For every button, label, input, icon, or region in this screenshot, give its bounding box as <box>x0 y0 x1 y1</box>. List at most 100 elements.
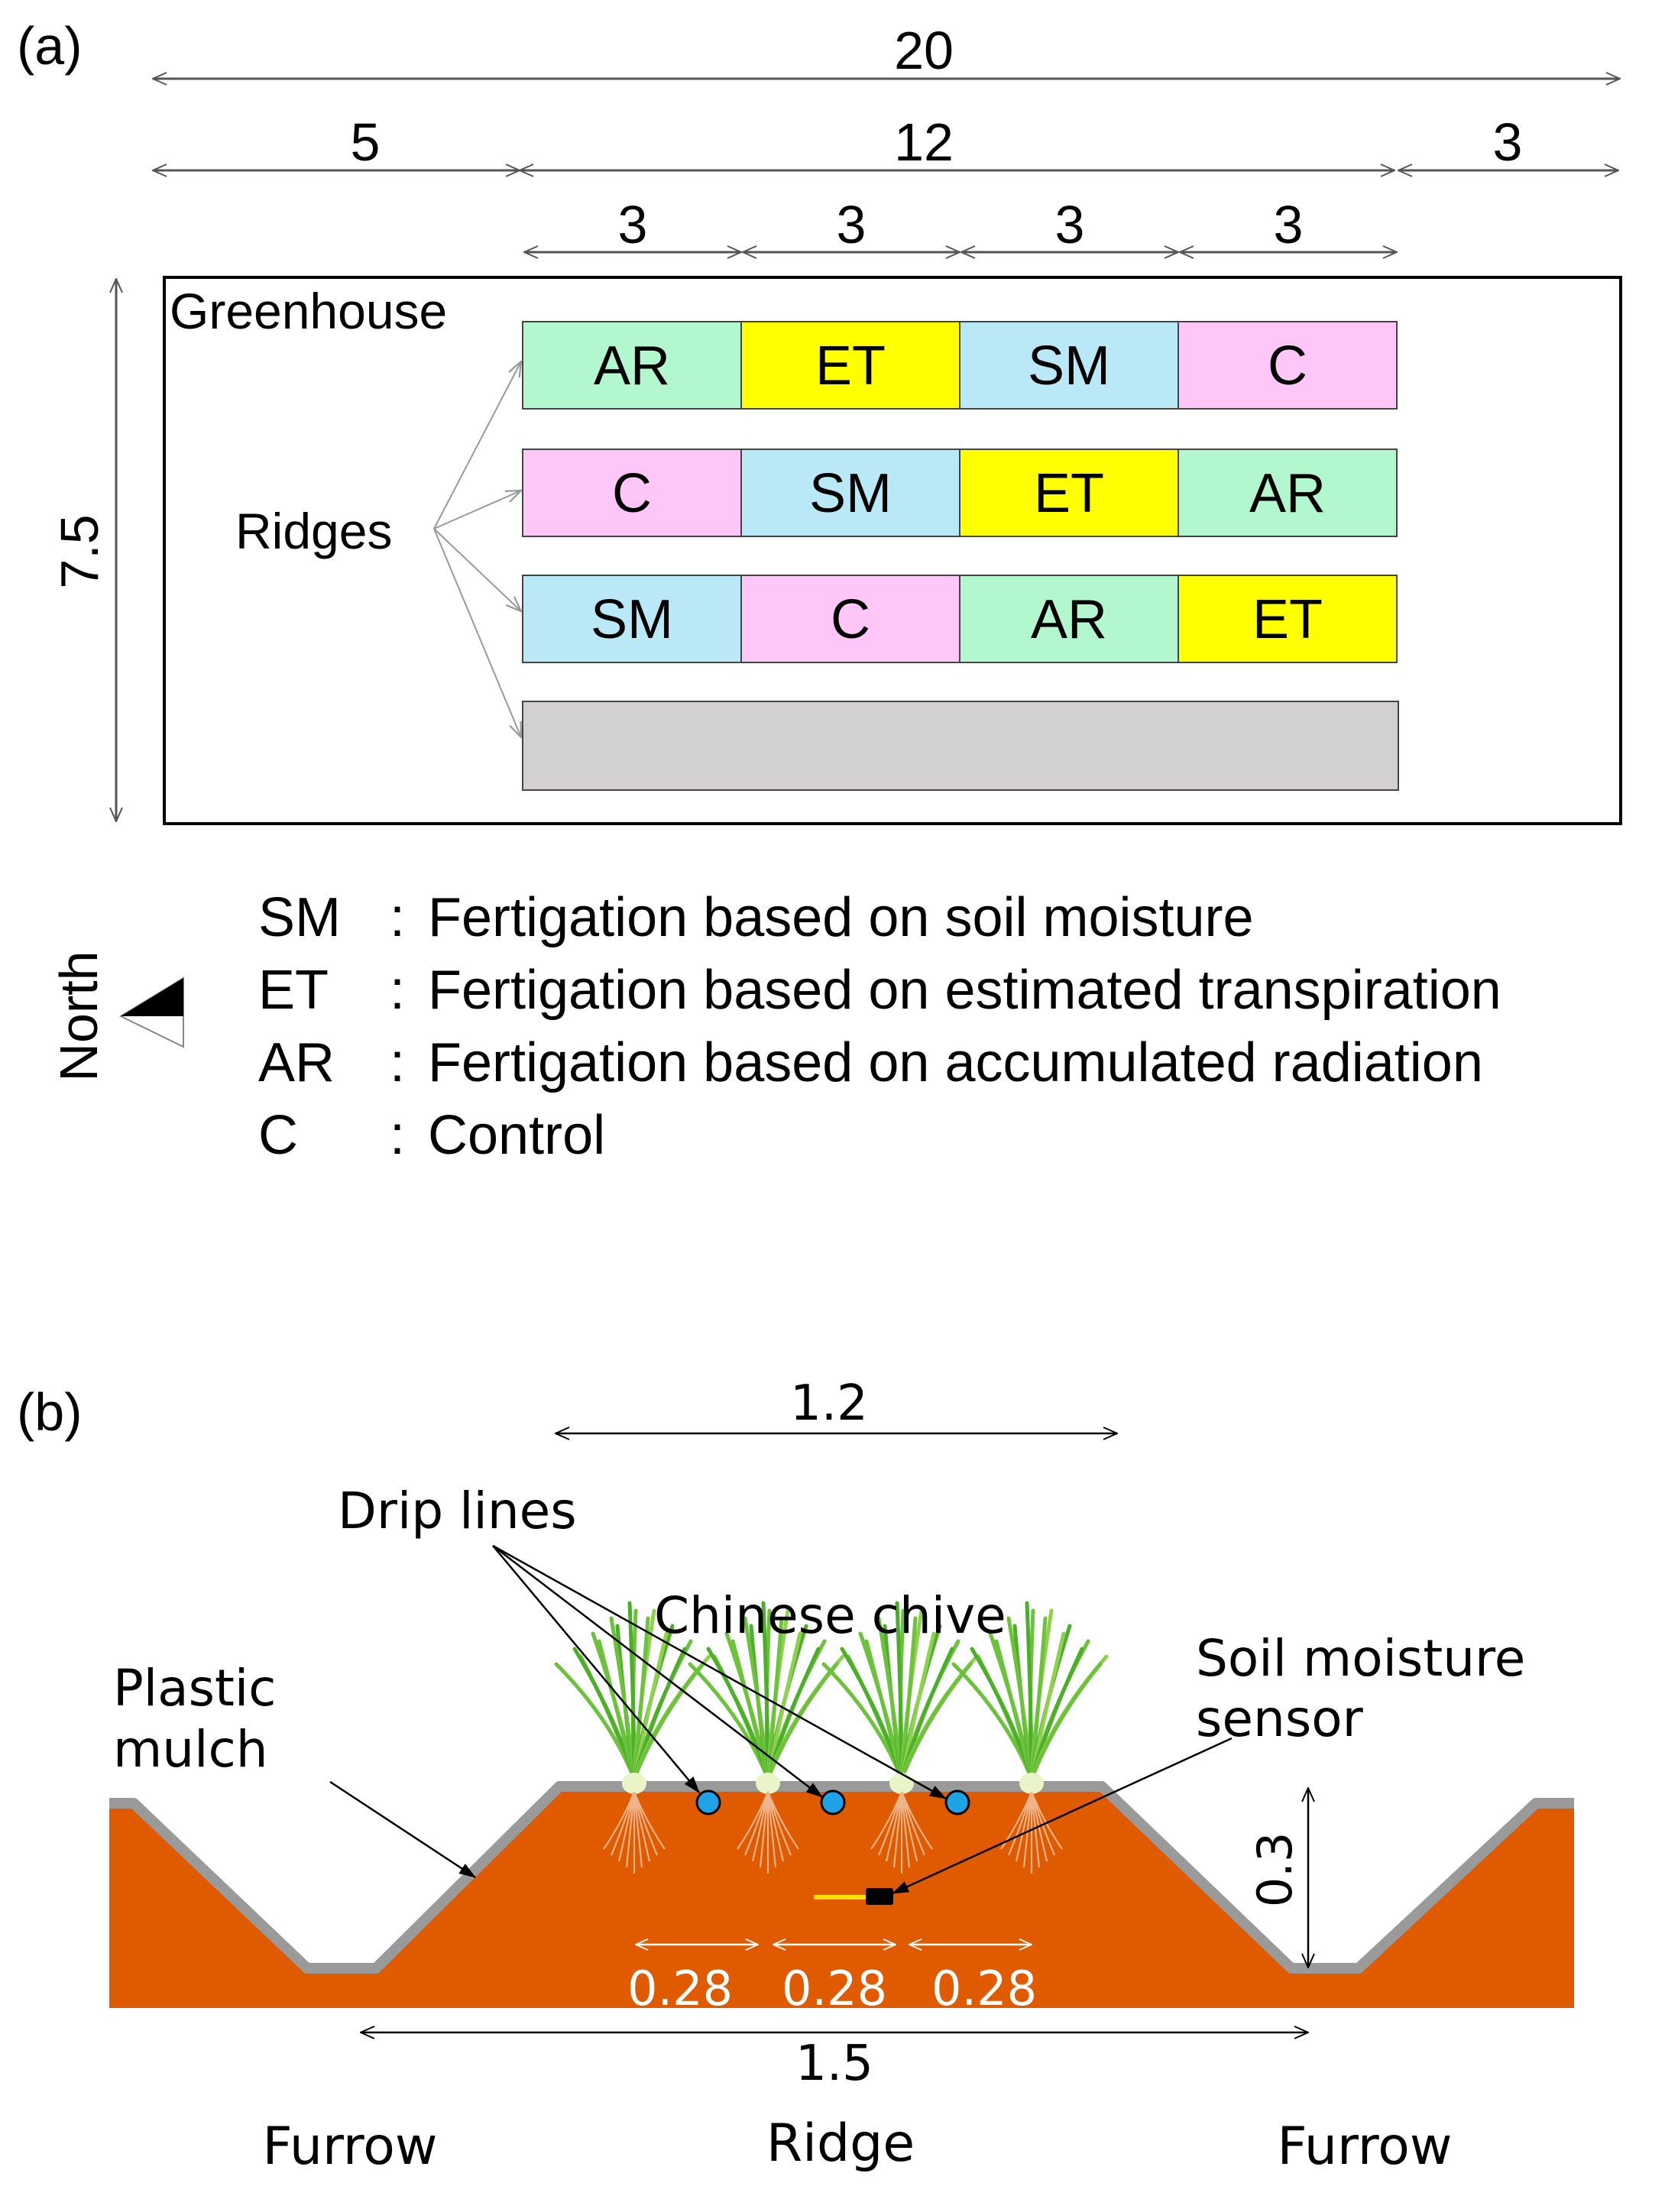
plot-cell-et <box>1177 575 1398 663</box>
legend-code: C <box>258 1105 298 1166</box>
empty-ridge <box>522 701 1399 791</box>
sensor-label-line1: Soil moisture <box>1196 1629 1525 1688</box>
plot-cell-label: SM <box>809 463 892 524</box>
drip-pointer-2 <box>492 1545 823 1798</box>
root-strand <box>1030 1791 1063 1850</box>
plot-cell-label: ET <box>1034 463 1104 524</box>
plot-cell-sm <box>740 449 960 537</box>
legend-text: Fertigation based on soil moisture <box>428 887 1254 948</box>
plot-cell-c <box>1177 321 1398 410</box>
dim-total-label: 20 <box>894 21 954 80</box>
furrow-right-label: Furrow <box>1278 2116 1453 2177</box>
north-arrow-icon <box>118 976 184 1048</box>
chive-leaf <box>1029 1662 1103 1781</box>
ridge-soil <box>109 1792 1574 2008</box>
dim-depth-label: 0.3 <box>1247 1832 1303 1908</box>
root-strand <box>633 1791 666 1850</box>
chive-bulb <box>889 1773 914 1794</box>
chive-leaf <box>899 1662 973 1781</box>
drip-line-icon <box>820 1789 846 1815</box>
ridge-label: Ridge <box>766 2113 915 2174</box>
plot-cell-label: C <box>612 463 652 524</box>
dim-plot4-label: 3 <box>1274 195 1304 254</box>
dim-right-label: 3 <box>1493 112 1523 172</box>
legend-text: Fertigation based on estimated transpira… <box>428 960 1501 1021</box>
plot-cell-et <box>959 449 1179 537</box>
dim-plot3-label: 3 <box>1055 195 1085 254</box>
sensor-label-line2: sensor <box>1196 1689 1364 1748</box>
chive-leaf <box>988 1631 1034 1781</box>
legend-sep: : <box>390 960 405 1021</box>
chinese-chive-plants <box>554 1601 1109 1794</box>
chive-leaf <box>724 1631 770 1781</box>
sensor-cable <box>814 1895 867 1899</box>
dim-top-width-label: 1.2 <box>790 1375 868 1432</box>
plot-cell-sm <box>959 321 1179 410</box>
chive-leaf <box>858 1631 904 1781</box>
ridges-pointer-2 <box>433 491 521 530</box>
plot-cell-label: AR <box>1249 463 1326 524</box>
legend-sep: : <box>390 1105 405 1166</box>
dim-plot1-label: 3 <box>618 195 648 254</box>
dim-middle-label: 12 <box>894 112 954 172</box>
ridges-pointer-3 <box>433 528 521 611</box>
dim-plot2-label: 3 <box>837 195 867 254</box>
panel-a-label: (a) <box>17 16 83 76</box>
plot-cell-label: AR <box>1031 589 1107 650</box>
ridges-pointer-1 <box>433 361 521 530</box>
plot-cell-label: SM <box>1028 335 1110 397</box>
ridges-label: Ridges <box>235 503 392 559</box>
chive-leaf <box>766 1662 839 1781</box>
plastic-mulch-label-line2: mulch <box>113 1720 268 1779</box>
chive-leaf <box>632 1662 705 1781</box>
chive-bulb <box>756 1773 780 1794</box>
sensor-pointer <box>891 1737 1233 1895</box>
greenhouse-outline <box>163 276 1622 825</box>
dim-height-label: 7.5 <box>50 514 109 588</box>
drip-pointer-3 <box>492 1544 947 1800</box>
plot-cell-label: C <box>831 589 870 650</box>
legend-code: AR <box>258 1032 335 1093</box>
plastic-mulch-label-line1: Plastic <box>113 1659 276 1718</box>
root-strand <box>900 1791 933 1850</box>
panel-a: (a) 20 5 12 3 3 3 3 3 7.5 Greenhouse AR E… <box>17 16 1622 1166</box>
drip-pointer-1 <box>492 1545 700 1793</box>
plot-cell-label: ET <box>1252 589 1323 650</box>
north-label: North <box>49 951 109 1081</box>
chive-bulb <box>1019 1773 1044 1794</box>
plot-cell-sm <box>522 575 742 663</box>
drip-line-icon <box>695 1789 721 1815</box>
dim-spacing-label: 0.28 <box>627 1961 733 2016</box>
dim-spacing-label: 0.28 <box>931 1961 1037 2016</box>
legend-code: SM <box>258 887 341 948</box>
root-systems <box>603 1791 1063 1874</box>
plot-grid: AR ET SM C C SM ET AR SM C AR ET <box>522 321 1398 663</box>
legend: SM : Fertigation based on soil moisture … <box>258 887 1501 1166</box>
plastic-mulch <box>109 1781 1574 1974</box>
legend-sep: : <box>390 1032 405 1093</box>
panel-b-label: (b) <box>17 1382 83 1442</box>
plot-cell-label: AR <box>594 335 670 397</box>
legend-text: Control <box>428 1105 605 1166</box>
plot-cell-label: SM <box>591 589 673 650</box>
mulch-pointer <box>329 1780 476 1879</box>
root-strand <box>766 1791 799 1850</box>
legend-code: ET <box>258 960 329 1021</box>
dim-left-label: 5 <box>351 112 381 172</box>
drip-line-icon <box>944 1789 970 1815</box>
plot-cell-label: ET <box>815 335 886 397</box>
dim-base-width-label: 1.5 <box>795 2035 873 2092</box>
plot-cell-ar <box>959 575 1179 663</box>
panel-b: (b) 1.2 Drip lines Chinese chive Plastic… <box>17 1375 1574 2177</box>
furrow-left-label: Furrow <box>263 2116 438 2177</box>
legend-sep: : <box>390 887 405 948</box>
chive-bulb <box>622 1773 646 1794</box>
soil-moisture-sensor-icon <box>866 1888 893 1905</box>
plot-cell-label: C <box>1268 335 1307 397</box>
plot-cell-c <box>522 449 742 537</box>
chinese-chive-label: Chinese chive <box>654 1586 1006 1645</box>
legend-text: Fertigation based on accumulated radiati… <box>428 1032 1483 1093</box>
greenhouse-label: Greenhouse <box>170 283 447 339</box>
drip-lines-label: Drip lines <box>338 1482 577 1540</box>
